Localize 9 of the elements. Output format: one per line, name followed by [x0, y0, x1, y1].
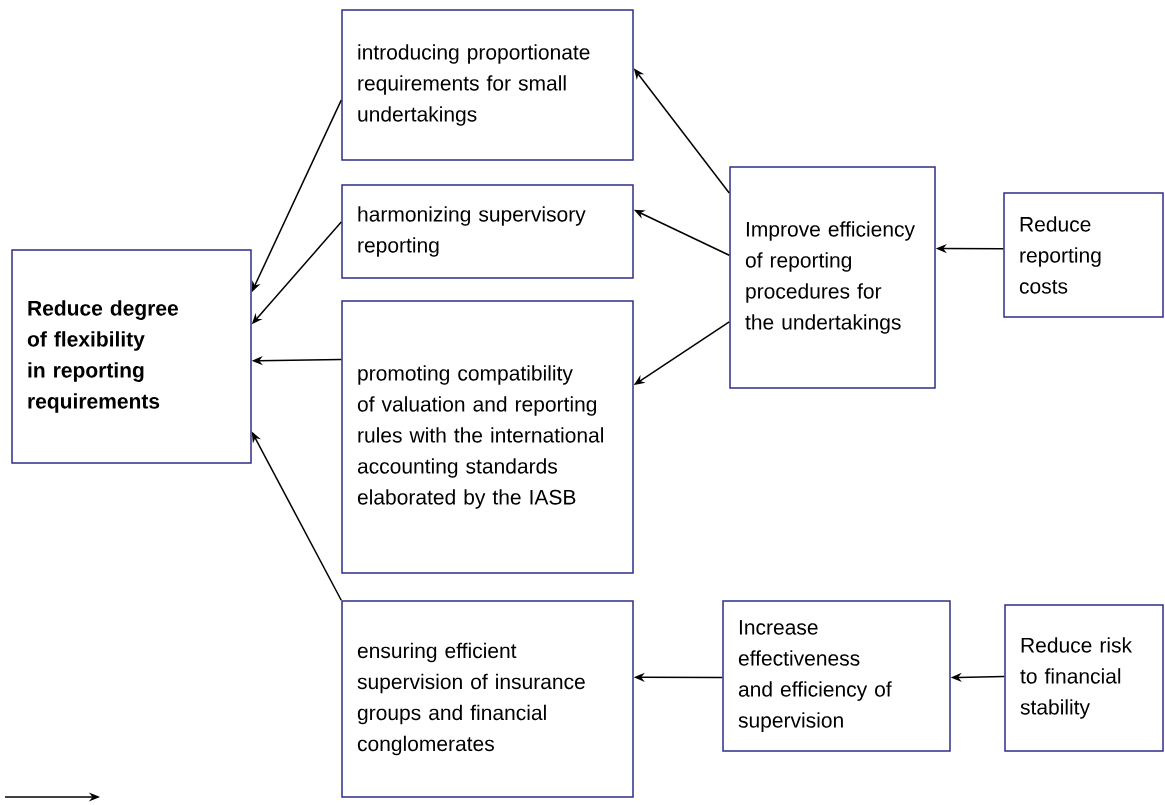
text-box: Increase effectiveness and efficiency of supervision [722, 600, 951, 752]
text-box: introducing proportionate requirements for small undertakings [341, 9, 634, 161]
text-box: Improve efficiency of reporting procedures for the undertakings [729, 166, 936, 389]
text-box: Reduce risk to financial stability [1004, 604, 1164, 752]
text-box: harmonizing supervisory reporting [341, 184, 634, 279]
text-box: Reduce reporting costs [1003, 192, 1164, 318]
text-box: Reduce degree of flexibility in reporting requirements [11, 249, 252, 464]
text-box: ensuring efficient supervision of insurance groups and financial conglomerates [341, 600, 634, 798]
text-box: promoting compatibility of valuation and reporting rules with the international accounting standards elaborated by the IASB [341, 300, 634, 574]
